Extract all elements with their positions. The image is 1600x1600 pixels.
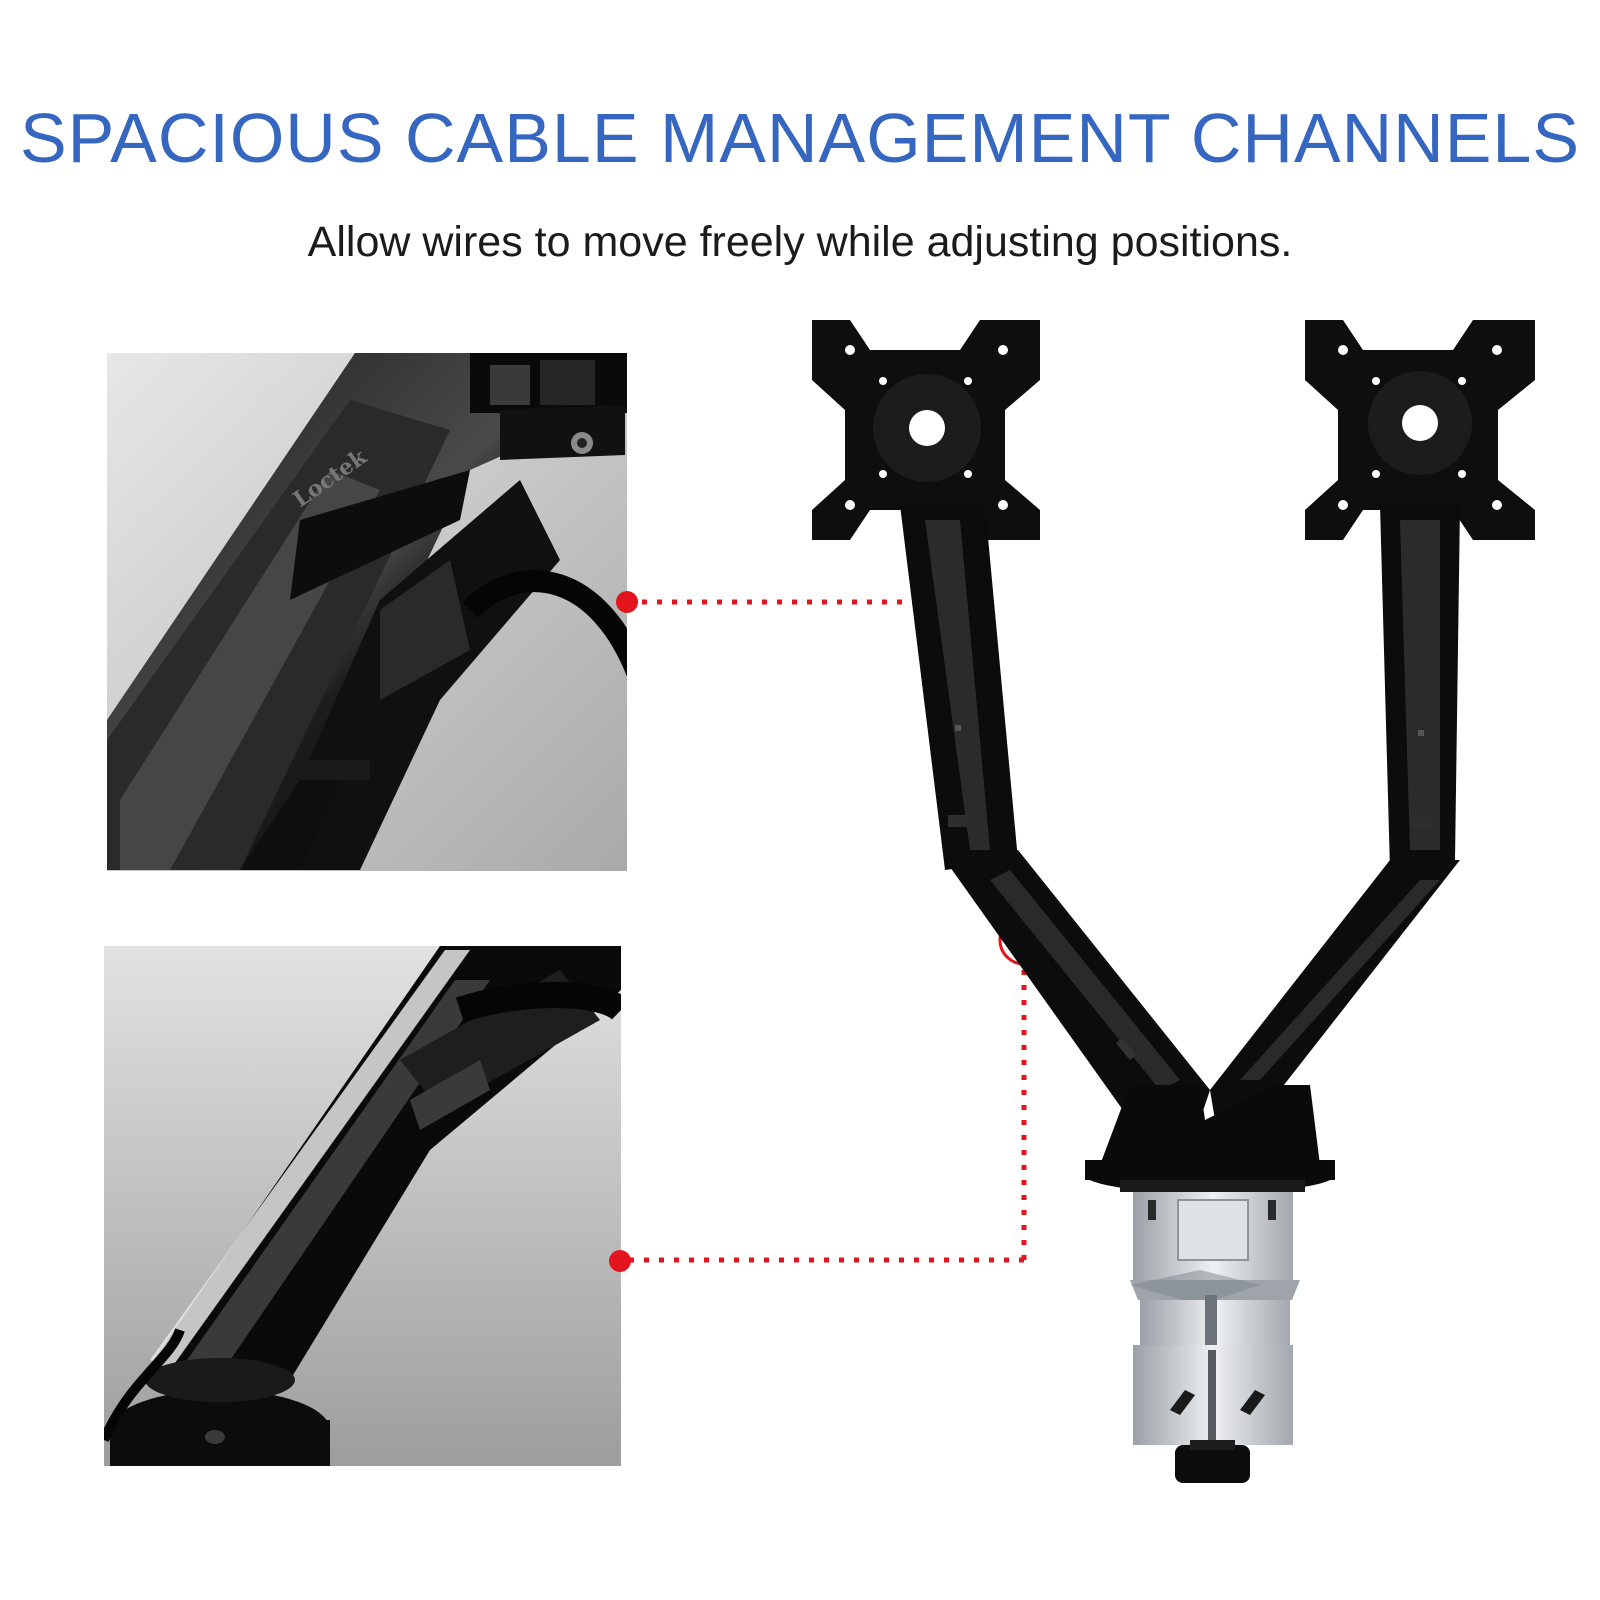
detail-photo-top: Loctek [107, 353, 627, 871]
vesa-plate-left [812, 320, 1040, 540]
desk-clamp [1130, 1192, 1300, 1483]
vesa-plate-right [1305, 320, 1535, 540]
callout-bottom [609, 914, 1050, 1272]
callout-dot [609, 1250, 631, 1272]
page-title: SPACIOUS CABLE MANAGEMENT CHANNELS [19, 99, 1581, 177]
dual-monitor-arm [812, 320, 1535, 1483]
callout-dot [616, 591, 638, 613]
detail-photo-bottom [104, 946, 621, 1466]
page-subtitle: Allow wires to move freely while adjusti… [307, 218, 1293, 266]
